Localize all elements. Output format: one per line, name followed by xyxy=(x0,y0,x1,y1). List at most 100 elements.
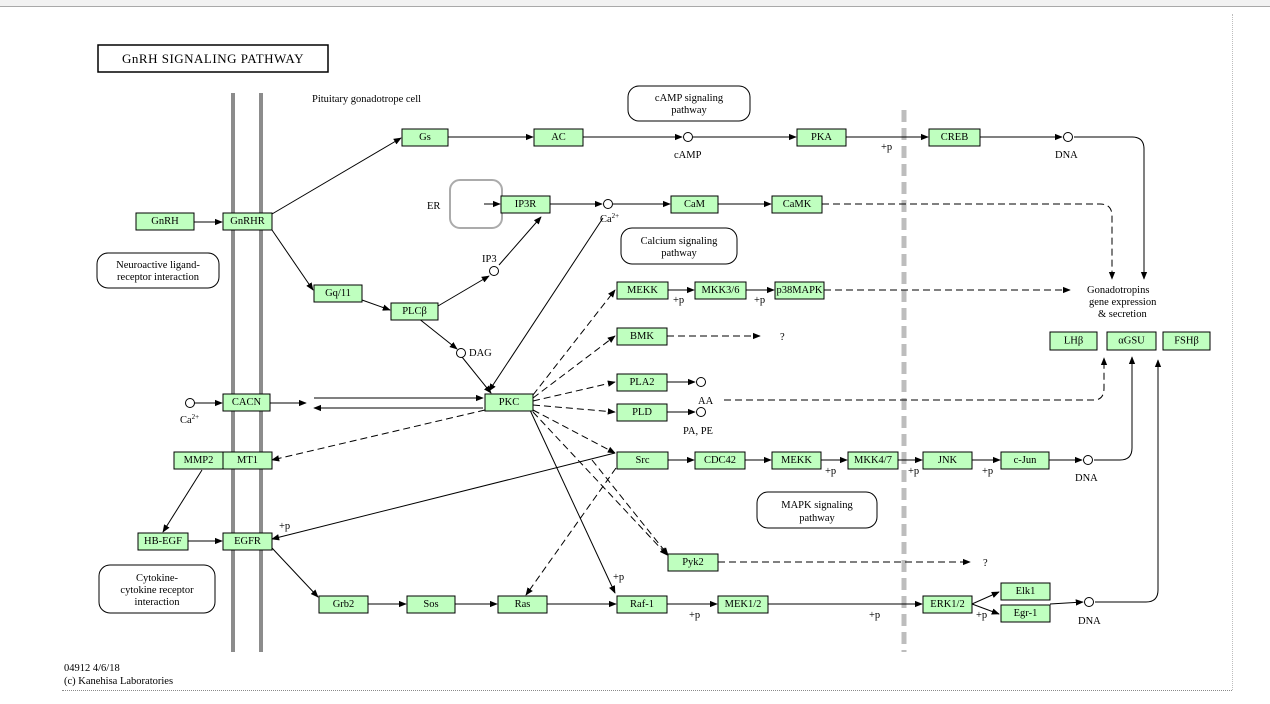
svg-text:PLD: PLD xyxy=(632,407,652,418)
gene-pyk2[interactable]: Pyk2 xyxy=(667,553,719,572)
gene-cacn[interactable]: CACN xyxy=(222,393,271,412)
window-top-bar xyxy=(0,0,1270,7)
solid-edges xyxy=(162,133,1162,615)
svg-text:IP3R: IP3R xyxy=(515,199,537,210)
gene-src[interactable]: Src xyxy=(616,451,669,470)
compound-labels: cAMP DNA ER Ca2+ IP3 DAG Ca2+ AA PA, PE … xyxy=(180,150,1157,627)
gene-jnk[interactable]: JNK xyxy=(922,451,973,470)
gene-mmp2[interactable]: MMP2 xyxy=(173,451,224,470)
pathway-neuroactive-ligand-receptor[interactable]: Neuroactive ligand- receptor interaction xyxy=(96,252,220,289)
gene-agsu[interactable]: αGSU xyxy=(1106,331,1157,351)
svg-text:Sos: Sos xyxy=(423,599,438,610)
pathway-camp-signaling[interactable]: cAMP signaling pathway xyxy=(627,85,751,122)
svg-text:MT1: MT1 xyxy=(237,455,258,466)
gene-raf1[interactable]: Raf-1 xyxy=(616,595,668,614)
gene-egr1[interactable]: Egr-1 xyxy=(1000,604,1051,623)
gene-p38mapk[interactable]: p38MAPK xyxy=(774,281,825,300)
gene-ac[interactable]: AC xyxy=(533,128,584,147)
svg-text:Cytokine-: Cytokine- xyxy=(136,573,178,584)
svg-text:Pyk2: Pyk2 xyxy=(682,557,704,568)
svg-text:CACN: CACN xyxy=(232,397,262,408)
label-gonadotropins-2: gene expression xyxy=(1089,297,1157,308)
gene-bmk[interactable]: BMK xyxy=(616,327,668,346)
gene-egfr[interactable]: EGFR xyxy=(222,532,273,551)
label-dna-bottom: DNA xyxy=(1078,616,1101,627)
svg-text:p38MAPK: p38MAPK xyxy=(777,285,823,296)
bottom-border xyxy=(62,690,1232,691)
gene-erk12[interactable]: ERK1/2 xyxy=(922,595,973,614)
gene-ip3r[interactable]: IP3R xyxy=(500,195,551,214)
svg-text:LHβ: LHβ xyxy=(1064,336,1083,347)
plus-p-mekk-mid: +p xyxy=(825,466,836,477)
gene-mt1[interactable]: MT1 xyxy=(222,451,273,470)
svg-text:Gq/11: Gq/11 xyxy=(325,288,351,299)
plus-p-mkk36: +p xyxy=(754,295,765,306)
gene-gq11[interactable]: Gq/11 xyxy=(313,284,363,303)
svg-text:MKK3/6: MKK3/6 xyxy=(702,285,740,296)
svg-text:MEKK: MEKK xyxy=(627,285,658,296)
gene-hbegf[interactable]: HB-EGF xyxy=(137,532,189,551)
svg-text:pathway: pathway xyxy=(661,248,697,259)
gene-pka[interactable]: PKA xyxy=(796,128,847,147)
gene-elk1[interactable]: Elk1 xyxy=(1000,582,1051,601)
gene-creb[interactable]: CREB xyxy=(928,128,981,147)
title-box: GnRH SIGNALING PATHWAY xyxy=(97,44,329,73)
gene-pla2[interactable]: PLA2 xyxy=(616,373,668,392)
svg-text:AC: AC xyxy=(551,132,566,143)
gene-pkc[interactable]: PKC xyxy=(484,393,534,412)
label-dna-top: DNA xyxy=(1055,150,1078,161)
gene-gs[interactable]: Gs xyxy=(401,128,449,147)
svg-text:Grb2: Grb2 xyxy=(333,599,355,610)
footer-copyright: (c) Kanehisa Laboratories xyxy=(64,676,173,687)
gene-mkk36[interactable]: MKK3/6 xyxy=(694,281,747,300)
gene-fshb[interactable]: FSHβ xyxy=(1162,331,1211,351)
page-title: GnRH SIGNALING PATHWAY xyxy=(122,51,304,66)
svg-text:c-Jun: c-Jun xyxy=(1014,455,1037,466)
label-ca-ip3r: Ca2+ xyxy=(600,212,619,225)
gene-gnrh[interactable]: GnRH xyxy=(135,212,195,231)
gene-mek12[interactable]: MEK1/2 xyxy=(717,595,769,614)
footer-id-date: 04912 4/6/18 xyxy=(64,663,120,674)
plus-p-mekk: +p xyxy=(673,295,684,306)
svg-text:MEKK: MEKK xyxy=(781,455,812,466)
svg-text:receptor interaction: receptor interaction xyxy=(117,272,200,283)
gene-mkk47[interactable]: MKK4/7 xyxy=(847,451,899,470)
svg-text:αGSU: αGSU xyxy=(1118,336,1145,347)
svg-text:CDC42: CDC42 xyxy=(704,455,736,466)
gene-lhb[interactable]: LHβ xyxy=(1049,331,1098,351)
pathway-calcium-signaling[interactable]: Calcium signaling pathway xyxy=(620,227,738,265)
svg-text:CaMK: CaMK xyxy=(783,199,812,210)
gene-mekk-mid[interactable]: MEKK xyxy=(771,451,822,470)
svg-text:BMK: BMK xyxy=(630,331,654,342)
gene-camk[interactable]: CaMK xyxy=(771,195,823,214)
svg-text:GnRH: GnRH xyxy=(151,216,179,227)
gene-gnrhr[interactable]: GnRHR xyxy=(222,212,273,231)
gene-plcb[interactable]: PLCβ xyxy=(390,302,439,321)
svg-text:PKC: PKC xyxy=(499,397,519,408)
svg-text:pathway: pathway xyxy=(799,513,835,524)
gene-grb2[interactable]: Grb2 xyxy=(318,595,369,614)
label-gonadotropins-3: & secretion xyxy=(1098,309,1147,320)
gene-mekk-top[interactable]: MEKK xyxy=(616,281,669,300)
gene-cdc42[interactable]: CDC42 xyxy=(694,451,746,470)
svg-text:CREB: CREB xyxy=(941,132,968,143)
plus-p-pka: +p xyxy=(881,142,892,153)
pathway-mapk-signaling[interactable]: MAPK signaling pathway xyxy=(756,491,878,529)
svg-text:GnRHR: GnRHR xyxy=(230,216,264,227)
svg-text:PLA2: PLA2 xyxy=(629,377,654,388)
svg-text:Ras: Ras xyxy=(515,599,531,610)
svg-text:MMP2: MMP2 xyxy=(184,455,214,466)
gene-sos[interactable]: Sos xyxy=(406,595,456,614)
plus-p-egfr: +p xyxy=(279,521,290,532)
svg-text:cytokine receptor: cytokine receptor xyxy=(120,585,194,596)
cell-label: Pituitary gonadotrope cell xyxy=(312,94,421,105)
svg-text:HB-EGF: HB-EGF xyxy=(144,536,182,547)
svg-text:Calcium signaling: Calcium signaling xyxy=(641,236,718,247)
pathway-cytokine-receptor[interactable]: Cytokine- cytokine receptor interaction xyxy=(98,564,216,614)
gene-cjun[interactable]: c-Jun xyxy=(1000,451,1050,470)
svg-text:PKA: PKA xyxy=(811,132,832,143)
plus-p-mek12: +p xyxy=(869,610,880,621)
gene-pld[interactable]: PLD xyxy=(616,403,668,422)
gene-cam[interactable]: CaM xyxy=(670,195,719,214)
gene-ras[interactable]: Ras xyxy=(497,595,548,614)
